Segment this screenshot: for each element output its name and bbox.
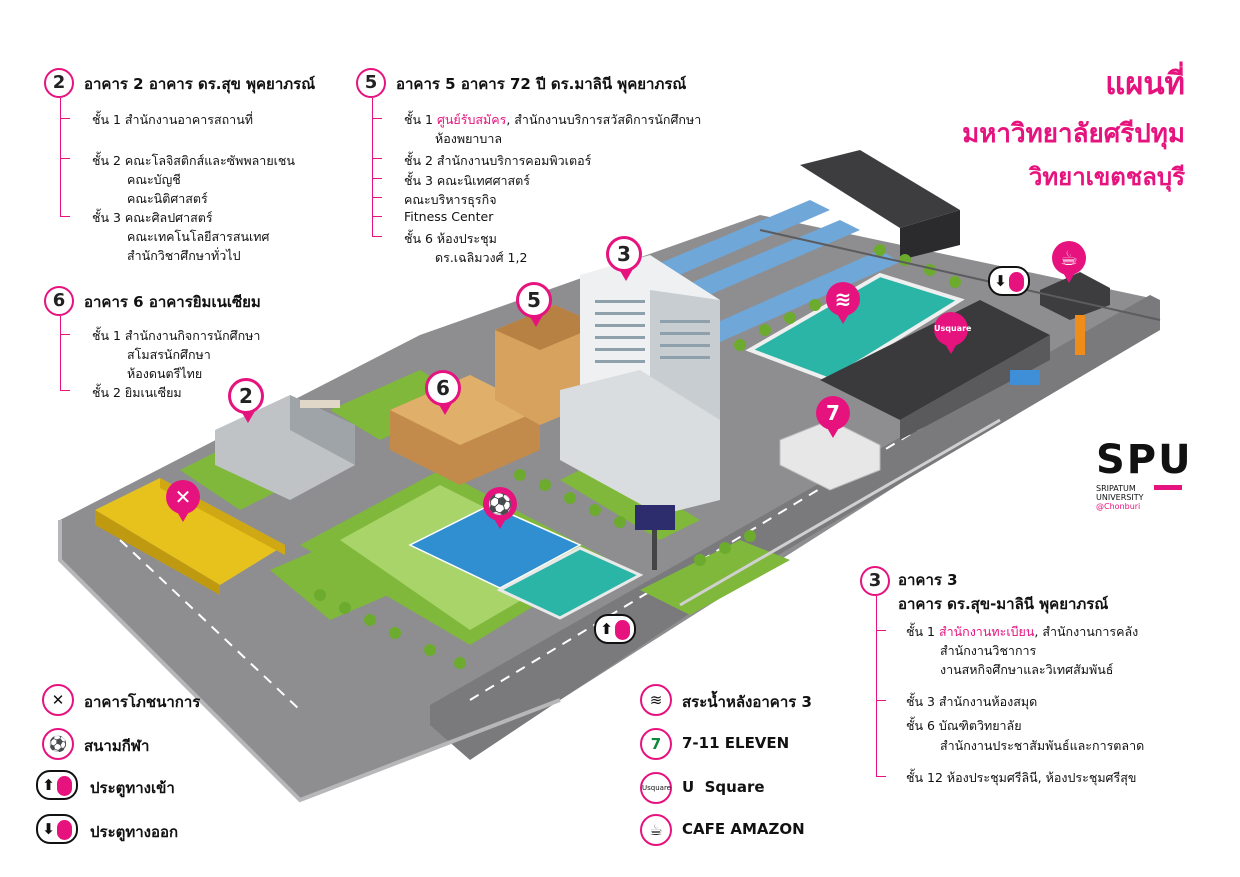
registrar-highlight: สำนักงานทะเบียน xyxy=(938,624,1035,639)
building-5-number: 5 xyxy=(356,68,386,98)
building-6-floor-1-extra-2: ห้องดนตรีไทย xyxy=(127,366,203,381)
building-2-floor-1: ชั้น 1 สำนักงานอาคารสถานที่ xyxy=(92,112,253,127)
logo-sub3: @Chonburi xyxy=(1096,502,1141,511)
legend-seven-eleven-icon: 7 xyxy=(640,728,672,760)
map-entrance-gate[interactable]: ⬆ xyxy=(594,614,636,644)
spu-logo: SPU SRIPATUM UNIVERSITY @Chonburi xyxy=(1096,440,1191,511)
legend-sports-field-label: สนามกีฬา xyxy=(84,737,150,755)
map-pin-building-3[interactable]: 3 xyxy=(606,236,642,281)
sports-field-icon: ⚽ xyxy=(487,492,513,516)
building-3-floor-3: ชั้น 3 สำนักงานห้องสมุด xyxy=(906,694,1038,709)
legend-usquare-icon: Usquare xyxy=(640,772,672,804)
football-field xyxy=(408,504,582,589)
building-2-floor-3-extra-1: คณะเทคโนโลยีสารสนเทศ xyxy=(127,229,270,244)
cafe-amazon-building xyxy=(1040,272,1110,320)
building-6-number: 6 xyxy=(44,286,74,316)
legend-usquare-label: U Square xyxy=(682,778,765,796)
map-pin-building-5[interactable]: 5 xyxy=(516,282,552,327)
building-6-floor-2: ชั้น 2 ยิมเนเซียม xyxy=(92,385,182,400)
building-5-floor-6-extra: ดร.เฉลิมวงศ์ 1,2 xyxy=(435,250,528,265)
building-6-floor-1: ชั้น 1 สำนักงานกิจการนักศึกษา xyxy=(92,328,261,343)
legend-sports-field-icon: ⚽ xyxy=(42,728,74,760)
map-title-line2: มหาวิทยาลัยศรีปทุม xyxy=(962,119,1185,149)
legend-exit-gate-icon: ⬇ xyxy=(36,814,78,844)
legend-pool-label: สระน้ำหลังอาคาร 3 xyxy=(682,693,812,711)
restaurant-icon: ✕ xyxy=(174,485,192,509)
legend-entrance-label: ประตูทางเข้า xyxy=(90,779,175,797)
building-5-floor-1: ชั้น 1 ศูนย์รับสมัคร, สำนักงานบริการสวัส… xyxy=(404,112,702,127)
building-3-floor-1-extra-2: งานสหกิจศึกษาและวิเทศสัมพันธ์ xyxy=(940,662,1114,677)
building-5-fitness: Fitness Center xyxy=(404,209,494,224)
map-pin-cafe-amazon[interactable]: ☕ xyxy=(1052,241,1086,283)
map-exit-gate[interactable]: ⬇ xyxy=(988,266,1030,296)
building-3-floor-6-extra: สำนักงานประชาสัมพันธ์และการตลาด xyxy=(940,738,1145,753)
legend-restaurant-icon: ✕ xyxy=(42,684,74,716)
building-3-floor-6: ชั้น 6 บัณฑิตวิทยาลัย xyxy=(906,718,1022,733)
swimming-pool-icon: ≋ xyxy=(834,287,852,311)
legend-swimming-pool-icon: ≋ xyxy=(640,684,672,716)
logo-sub1: SRIPATUM xyxy=(1096,484,1136,493)
building-3-title-1: อาคาร 3 xyxy=(898,571,958,589)
swimming-pool-front xyxy=(496,546,644,620)
building-3-number: 3 xyxy=(860,566,890,596)
building-5-floor-3: ชั้น 3 คณะนิเทศศาสตร์ xyxy=(404,173,531,188)
building-5-floor-2: ชั้น 2 สำนักงานบริการคอมพิวเตอร์ xyxy=(404,153,592,168)
legend-restaurant-label: อาคารโภชนาการ xyxy=(84,693,201,711)
building-5-title: อาคาร 5 อาคาร 72 ปี ดร.มาลินี พุคยาภรณ์ xyxy=(396,75,687,93)
building-3-floor-1: ชั้น 1 สำนักงานทะเบียน, สำนักงานการคลัง xyxy=(906,624,1139,639)
building-3-title-2: อาคาร ดร.สุข-มาลินี พุคยาภรณ์ xyxy=(898,595,1109,613)
seven-eleven-icon: 7 xyxy=(826,401,840,425)
usquare-building xyxy=(820,300,1050,420)
building-2-number: 2 xyxy=(44,68,74,98)
billboard xyxy=(635,505,675,530)
map-pin-usquare[interactable]: Usquare xyxy=(934,312,971,354)
building-6-floor-1-extra-1: สโมสรนักศึกษา xyxy=(127,347,211,362)
map-pin-seven-eleven[interactable]: 7 xyxy=(816,396,850,438)
building-2-floor-2: ชั้น 2 คณะโลจิสติกส์และซัพพลายเชน xyxy=(92,153,295,168)
logo-bar xyxy=(1154,485,1182,490)
map-pin-building-2[interactable]: 2 xyxy=(228,378,264,423)
map-title-line1: แผนที่ xyxy=(1105,66,1185,102)
logo-main: SPU xyxy=(1096,437,1193,483)
building-2-floor-3-extra-2: สำนักวิชาศึกษาทั่วไป xyxy=(127,248,241,263)
building-3-floor-12: ชั้น 12 ห้องประชุมศรีลินี, ห้องประชุมศรี… xyxy=(906,770,1137,785)
legend-cafe-amazon-icon: ☕ xyxy=(640,814,672,846)
map-pin-canteen[interactable]: ✕ xyxy=(166,480,200,522)
building-2-floor-3: ชั้น 3 คณะศิลปศาสตร์ xyxy=(92,210,213,225)
legend-entrance-gate-icon: ⬆ xyxy=(36,770,78,800)
map-pin-pool[interactable]: ≋ xyxy=(826,282,860,324)
logo-sub2: UNIVERSITY xyxy=(1096,493,1144,502)
building-6-title: อาคาร 6 อาคารยิมเนเซียม xyxy=(84,293,261,311)
building-5-floor-6: ชั้น 6 ห้องประชุม xyxy=(404,231,497,246)
map-title-line3: วิทยาเขตชลบุรี xyxy=(1028,163,1185,191)
cafe-amazon-icon: ☕ xyxy=(1060,246,1078,270)
legend-cafe-amazon-label: CAFE AMAZON xyxy=(682,820,805,838)
building-2-floor-2-extra-1: คณะบัญชี xyxy=(127,172,181,187)
map-pin-building-6[interactable]: 6 xyxy=(425,370,461,415)
legend-seven-eleven-label: 7-11 ELEVEN xyxy=(682,734,790,752)
building-2-floor-2-extra-2: คณะนิติศาสตร์ xyxy=(127,191,208,206)
building-5-floor-1-extra: ห้องพยาบาล xyxy=(435,131,503,146)
legend-exit-label: ประตูทางออก xyxy=(90,823,179,841)
admission-center-highlight: ศูนย์รับสมัคร xyxy=(436,112,507,127)
building-5-business-faculty: คณะบริหารธุรกิจ xyxy=(404,192,497,207)
canteen-building xyxy=(95,478,285,585)
map-pin-sports-field[interactable]: ⚽ xyxy=(483,487,517,529)
arrow-up-icon: ⬆ xyxy=(600,620,613,638)
building-2-title: อาคาร 2 อาคาร ดร.สุข พุคยาภรณ์ xyxy=(84,75,316,93)
building-3-floor-1-extra-1: สำนักงานวิชาการ xyxy=(940,643,1037,658)
arrow-down-icon: ⬇ xyxy=(994,272,1007,290)
